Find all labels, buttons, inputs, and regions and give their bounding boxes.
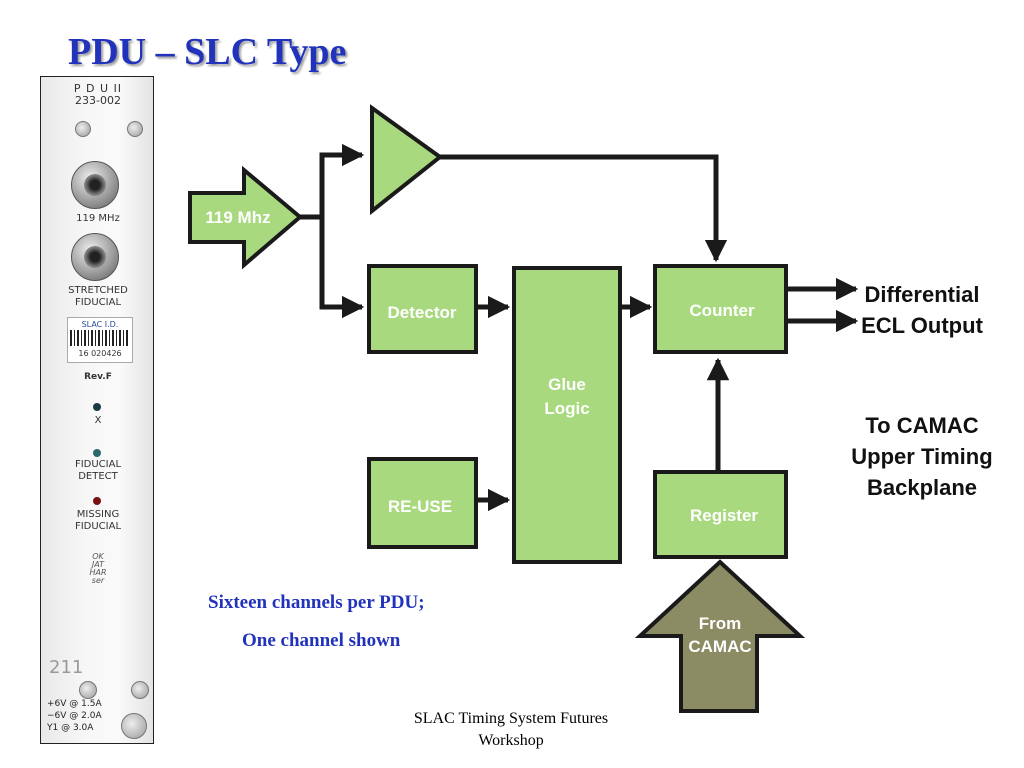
glue-label-line1: Glue	[548, 375, 586, 394]
led1-label: X	[94, 415, 102, 426]
glue-label-line2: Logic	[544, 399, 589, 418]
led-missing-fiducial-icon	[93, 497, 101, 505]
id-sticker: SLAC I.D. 16 020426	[67, 317, 133, 363]
panel-model-name: P D U II	[73, 82, 123, 95]
panel-model-number: 233-002	[75, 94, 121, 107]
detector-block	[367, 264, 478, 354]
amplifier-triangle-icon	[370, 104, 444, 216]
id-number: 16 020426	[78, 349, 122, 358]
screw-icon	[121, 713, 147, 739]
footer: SLAC Timing System Futures Workshop	[380, 708, 642, 752]
input-arrow-shape	[188, 165, 304, 270]
power-line2: −6V @ 2.0A	[47, 711, 102, 721]
output-label-line2: ECL Output	[861, 313, 983, 338]
to-detector-line	[319, 217, 365, 319]
screw-icon	[127, 121, 143, 137]
to-amplifier-line	[319, 143, 365, 217]
camac-note-line3: Backplane	[867, 475, 977, 500]
slide-title: PDU – SLC Type	[68, 31, 347, 73]
detector-label: Detector	[388, 303, 457, 322]
led2-label-line1: FIDUCIAL	[74, 459, 122, 470]
led3-label-line1: MISSING	[76, 509, 120, 520]
bnc-center-icon	[84, 174, 106, 196]
barcode-icon	[70, 330, 130, 346]
screw-icon	[79, 681, 97, 699]
slot-number: 211	[49, 657, 84, 678]
pdu-front-panel-photo: P D U II 233-002 119 MHz STRETCHED FIDUC…	[40, 76, 154, 744]
reuse-label: RE-USE	[388, 497, 452, 516]
handwriting-line4: ser	[91, 576, 105, 585]
revision-label: Rev.F	[84, 372, 112, 382]
from-camac-arrow-shape	[634, 559, 806, 713]
led-fiducial-detect-icon	[93, 449, 101, 457]
power-line1: +6V @ 1.5A	[47, 699, 102, 709]
led-x-icon	[93, 403, 101, 411]
input-label: 119 Mhz	[205, 208, 270, 227]
glue-logic-block	[512, 266, 622, 564]
handwriting-line1: OK	[92, 552, 104, 561]
led3-label-line2: FIDUCIAL	[74, 521, 122, 532]
register-block	[653, 470, 788, 559]
id-label: SLAC I.D.	[81, 320, 119, 329]
counter-label: Counter	[689, 301, 755, 320]
caption-line2: One channel shown	[242, 630, 401, 651]
screw-icon	[131, 681, 149, 699]
bnc-connector-fiducial-icon	[71, 233, 119, 281]
output-label-line1: Differential	[865, 282, 980, 307]
power-line3: Y1 @ 3.0A	[47, 723, 94, 733]
connector2-label-line1: STRETCHED	[68, 285, 128, 296]
reuse-block	[367, 457, 478, 549]
footer-line2: Workshop	[478, 732, 544, 749]
screw-icon	[75, 121, 91, 137]
camac-note-line2: Upper Timing	[851, 444, 992, 469]
amplifier-to-counter-line	[440, 154, 728, 263]
connector2-label-line2: FIDUCIAL	[74, 297, 122, 308]
connector1-label: 119 MHz	[76, 213, 120, 224]
from-camac-line1: From	[699, 614, 742, 633]
footer-line1: SLAC Timing System Futures	[413, 710, 609, 727]
bnc-center-icon	[84, 246, 106, 268]
from-camac-line2: CAMAC	[688, 637, 751, 656]
bnc-connector-119mhz-icon	[71, 161, 119, 209]
led2-label-line2: DETECT	[78, 471, 118, 482]
register-label: Register	[690, 506, 758, 525]
camac-note-line1: To CAMAC	[865, 413, 978, 438]
counter-block	[653, 264, 788, 354]
caption-line1: Sixteen channels per PDU;	[208, 592, 425, 613]
handwriting-line2: JAT	[91, 560, 105, 569]
handwriting-line3: HAR	[89, 568, 107, 577]
